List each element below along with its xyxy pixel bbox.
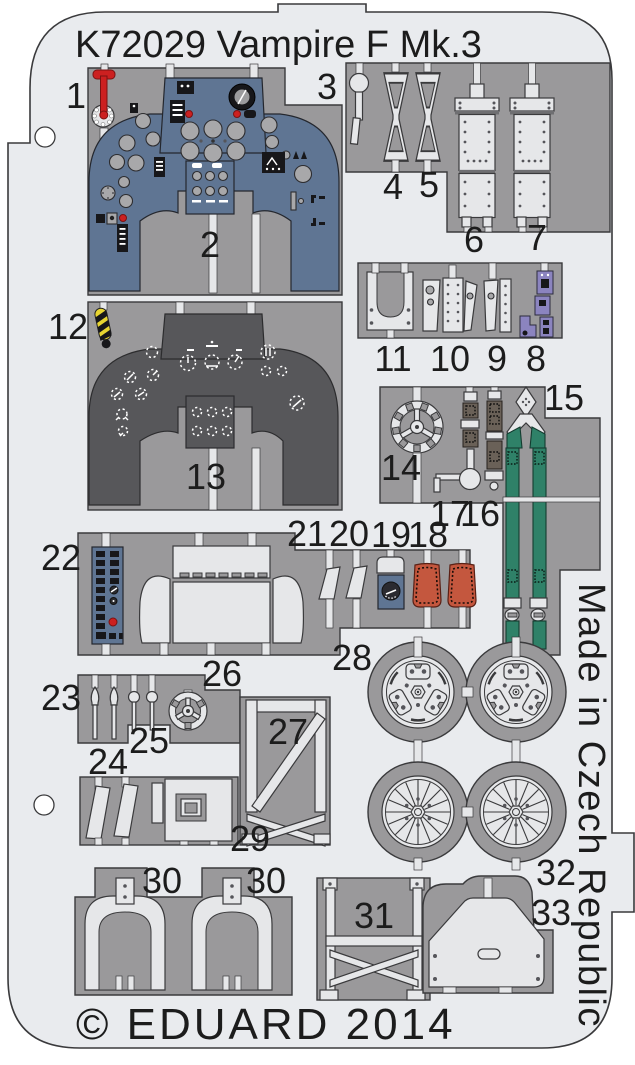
part-1-red-lever [91, 63, 116, 146]
part-label-22: 22 [41, 537, 81, 578]
part-label-23: 23 [41, 677, 81, 718]
part-25-pins [127, 674, 159, 731]
part-label-14: 14 [381, 447, 421, 488]
part-label-30b: 30 [246, 860, 286, 901]
part-14-wheel [390, 386, 444, 504]
part-10-plate [422, 264, 478, 333]
region-canopy-frames [345, 62, 611, 233]
part-17-buckle-strap [433, 386, 482, 493]
part-label-4: 4 [383, 166, 403, 207]
part-label-20: 20 [329, 513, 369, 554]
part-32-spoked-wheels [367, 761, 567, 871]
part-label-10: 10 [430, 338, 470, 379]
part-29-box-plate [151, 778, 233, 846]
part-16-buckle-strap [484, 386, 504, 491]
part-30-well-right [191, 877, 273, 991]
part-label-24: 24 [88, 741, 128, 782]
part-label-1: 1 [66, 75, 86, 116]
part-4-frame [382, 62, 410, 173]
part-seat-armor [139, 532, 304, 656]
part-2-instrument-panel [88, 77, 340, 292]
part-label-21: 21 [287, 513, 327, 554]
part-28-wheel-hubs [366, 636, 568, 767]
part-label-32: 32 [536, 852, 576, 893]
part-22-switch-panel [91, 532, 124, 656]
part-label-17: 17 [430, 493, 470, 534]
part-label-11: 11 [374, 338, 411, 379]
region-cockpit-seat [77, 532, 477, 656]
part-label-26: 26 [202, 653, 242, 694]
part-number-labels: 1 2 3 4 5 6 7 8 9 10 11 12 13 14 15 16 1… [41, 66, 584, 936]
part-31-h-frame [319, 877, 426, 1001]
part-20-strip [345, 549, 368, 629]
part-label-7: 7 [527, 217, 547, 258]
part-21-strip [318, 549, 341, 629]
part-5-frame [414, 62, 442, 173]
region-bulkhead [422, 875, 554, 994]
region-color-panel [87, 63, 343, 296]
part-label-2: 2 [200, 224, 220, 265]
part-13-instrument-panel [88, 313, 339, 506]
part-label-31: 31 [354, 895, 394, 936]
part-30-well-left [84, 877, 166, 991]
part-label-18: 18 [408, 514, 448, 555]
part-26-handwheel [168, 689, 208, 731]
region-trestle [239, 696, 331, 847]
part-label-29: 29 [230, 818, 270, 859]
region-levers [77, 674, 241, 744]
part-27-trestle-frame [241, 699, 331, 847]
part-label-33: 33 [531, 892, 571, 933]
part-label-6: 6 [464, 219, 484, 260]
part-12-striped-lever [94, 301, 112, 349]
part-7-strap [509, 62, 555, 233]
region-h-frame [316, 877, 431, 1001]
part-24-strips [85, 776, 139, 846]
copyright-text: © EDUARD 2014 [76, 1000, 456, 1049]
part-label-27: 27 [268, 711, 308, 752]
part-label-5: 5 [419, 164, 439, 205]
part-11-u-bracket [366, 262, 414, 339]
part-33-bulkhead-plate [428, 877, 545, 994]
sprocket-hole-top [34, 126, 56, 148]
part-23-levers [90, 674, 119, 740]
part-label-9: 9 [487, 338, 507, 379]
region-box [79, 776, 239, 846]
part-label-3: 3 [317, 66, 337, 107]
part-label-12: 12 [48, 306, 88, 347]
part-label-8: 8 [526, 338, 546, 379]
part-8-radio-boxes [519, 262, 554, 338]
made-in-text: Made in Czech Republic [570, 583, 612, 1028]
sprocket-hole-bottom [33, 794, 55, 816]
part-label-30a: 30 [142, 860, 182, 901]
part-6-strap [454, 62, 500, 233]
part-label-15: 15 [544, 377, 584, 418]
part-19-gauge-box [376, 549, 405, 610]
part-15-green-harness [502, 385, 601, 656]
part-label-16: 16 [460, 493, 500, 534]
region-brackets [357, 262, 563, 339]
part-9-plate [483, 262, 512, 333]
part-label-28: 28 [332, 637, 372, 678]
part-18-cushions [412, 549, 477, 629]
part-label-25: 25 [129, 720, 169, 761]
part-label-19: 19 [371, 514, 411, 555]
region-wheel-wells [74, 867, 293, 996]
part-label-13: 13 [186, 456, 226, 497]
part-3-disc [348, 62, 370, 145]
region-belts [379, 385, 601, 656]
sheet-title: K72029 Vampire F Mk.3 [75, 24, 482, 66]
region-charcoal-panel [87, 301, 343, 511]
